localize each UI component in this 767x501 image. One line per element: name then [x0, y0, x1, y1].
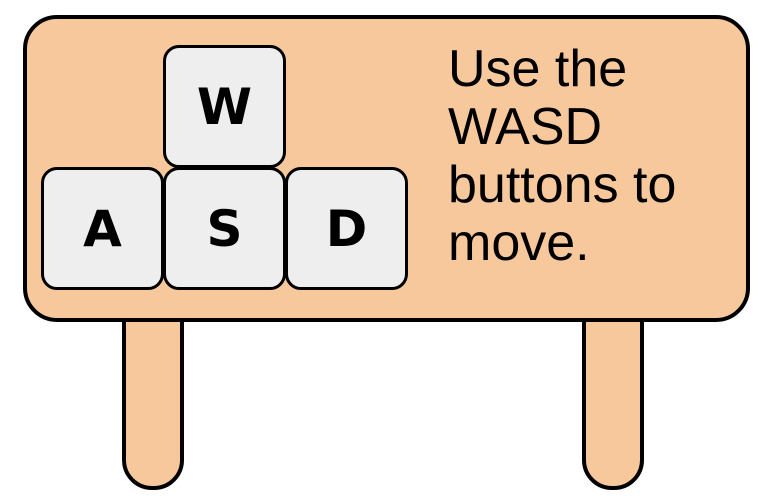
- instruction-line: move.: [448, 214, 590, 272]
- key-w[interactable]: W: [163, 45, 286, 168]
- key-a[interactable]: A: [41, 167, 164, 290]
- instruction-line: WASD: [448, 98, 603, 156]
- key-d[interactable]: D: [285, 167, 408, 290]
- instruction-line: buttons to: [448, 156, 677, 214]
- instruction-line: Use the: [448, 40, 628, 98]
- instruction-text: Use the WASD buttons to move.: [448, 40, 738, 272]
- key-s[interactable]: S: [163, 167, 286, 290]
